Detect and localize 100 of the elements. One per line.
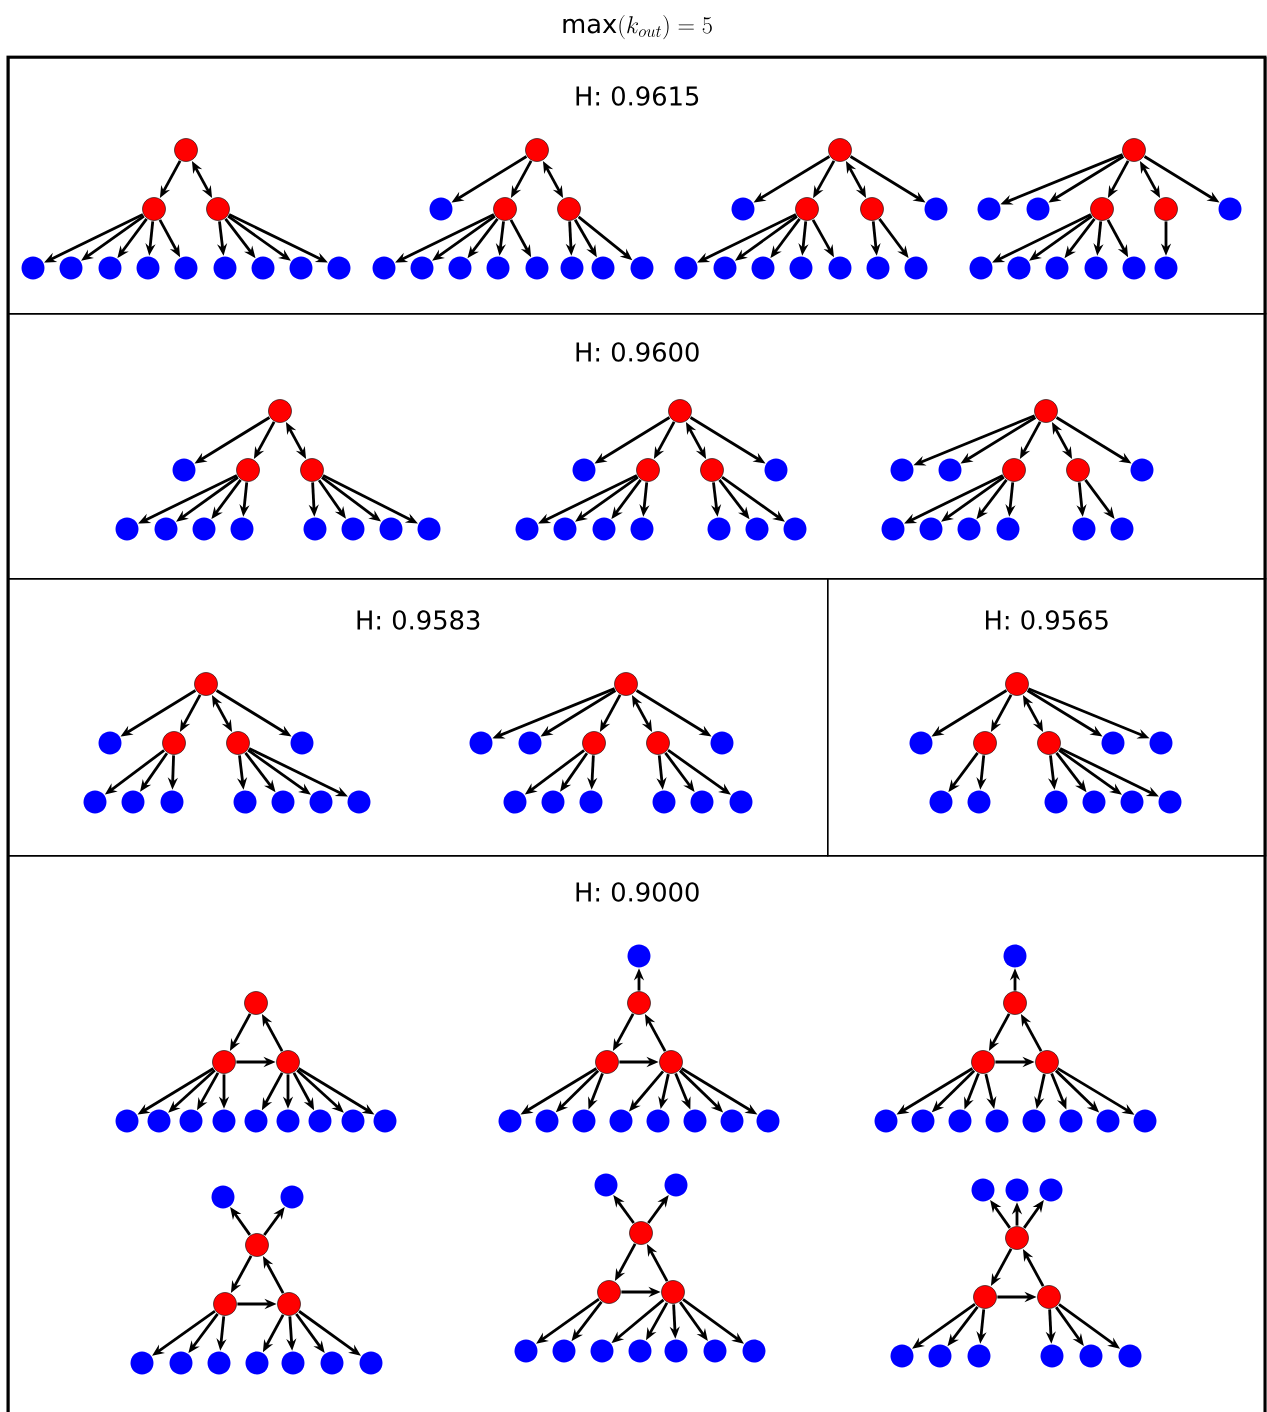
graph-node — [1007, 256, 1031, 280]
graph-node — [552, 1339, 576, 1363]
graph-node — [535, 1109, 559, 1133]
graph-node — [300, 458, 324, 482]
graph-node — [1149, 731, 1173, 755]
graph-node — [874, 1109, 898, 1133]
graph-node — [1037, 1285, 1061, 1309]
graph-node — [1026, 197, 1050, 221]
graph-node — [276, 1109, 300, 1133]
graph-node — [83, 790, 107, 814]
graph-node — [1072, 517, 1096, 541]
graph-node — [636, 458, 660, 482]
graph-node — [280, 1185, 304, 1209]
graph-node — [525, 256, 549, 280]
graph-node — [1002, 458, 1026, 482]
graph-node — [115, 517, 139, 541]
graph-node — [244, 1109, 268, 1133]
graph-node — [59, 256, 83, 280]
graph-node — [630, 517, 654, 541]
graph-node — [742, 1339, 766, 1363]
graph-node — [341, 517, 365, 541]
graph-node — [98, 731, 122, 755]
graph-node — [924, 197, 948, 221]
graph-node — [486, 256, 510, 280]
graph-node — [1022, 1109, 1046, 1133]
graph-node — [890, 1344, 914, 1368]
graph-node — [160, 790, 184, 814]
graph-node — [541, 790, 565, 814]
graph-node — [268, 399, 292, 423]
graph-node — [911, 1109, 935, 1133]
graph-node — [628, 1339, 652, 1363]
graph-node — [448, 256, 472, 280]
graph-node — [627, 944, 651, 968]
graph-node — [904, 256, 928, 280]
graph-node — [646, 1109, 670, 1133]
graph-node — [690, 790, 714, 814]
graph-node — [1122, 138, 1146, 162]
graph-node — [866, 256, 890, 280]
graph-node — [303, 517, 327, 541]
graph-node — [518, 731, 542, 755]
graph-node — [764, 458, 788, 482]
graph-node — [710, 731, 734, 755]
graph-node — [327, 256, 351, 280]
graph-node — [1122, 256, 1146, 280]
graph-node — [213, 256, 237, 280]
graph-node — [417, 517, 441, 541]
graph-node — [977, 197, 1001, 221]
graph-node — [271, 790, 295, 814]
graph-node — [919, 517, 943, 541]
graph-node — [627, 991, 651, 1015]
graph-node — [609, 1109, 633, 1133]
graph-node — [560, 256, 584, 280]
graph-node — [308, 1109, 332, 1133]
graph-node — [860, 197, 884, 221]
graph-node — [213, 1292, 237, 1316]
graph-node — [751, 256, 775, 280]
graph-node — [174, 138, 198, 162]
graph-node — [659, 1050, 683, 1074]
graph-node — [320, 1351, 344, 1375]
graph-node — [503, 790, 527, 814]
graph-node — [136, 256, 160, 280]
graph-node — [795, 197, 819, 221]
graph-node — [514, 1339, 538, 1363]
graph-node — [1090, 197, 1114, 221]
graph-node — [1003, 944, 1027, 968]
graph-node — [881, 517, 905, 541]
graph-node — [1035, 1050, 1059, 1074]
graph-node — [646, 731, 670, 755]
graph-node — [179, 1109, 203, 1133]
graph-node — [703, 1339, 727, 1363]
graph-node — [1133, 1109, 1157, 1133]
graph-node — [745, 517, 769, 541]
graph-node — [276, 1050, 300, 1074]
graph-node — [245, 1351, 269, 1375]
graph-node — [582, 731, 606, 755]
graph-node — [1044, 790, 1068, 814]
graph-node — [289, 256, 313, 280]
graph-node — [154, 517, 178, 541]
graph-node — [493, 197, 517, 221]
graph-node — [244, 991, 268, 1015]
graph-node — [1005, 672, 1029, 696]
graph-node — [630, 256, 654, 280]
graph-node — [372, 256, 396, 280]
graph-node — [373, 1109, 397, 1133]
graph-node — [309, 790, 333, 814]
graph-node — [347, 790, 371, 814]
graph-node — [469, 731, 493, 755]
graph-node — [1096, 1109, 1120, 1133]
graph-node — [245, 1233, 269, 1257]
graph-node — [720, 1109, 744, 1133]
graph-node — [592, 517, 616, 541]
graph-node — [429, 197, 453, 221]
graph-node — [1045, 256, 1069, 280]
graph-node — [713, 256, 737, 280]
graph-node — [572, 458, 596, 482]
graph-node — [1082, 790, 1106, 814]
graph-node — [652, 790, 676, 814]
graph-node — [929, 790, 953, 814]
graph-node — [236, 458, 260, 482]
graph-node — [212, 1109, 236, 1133]
